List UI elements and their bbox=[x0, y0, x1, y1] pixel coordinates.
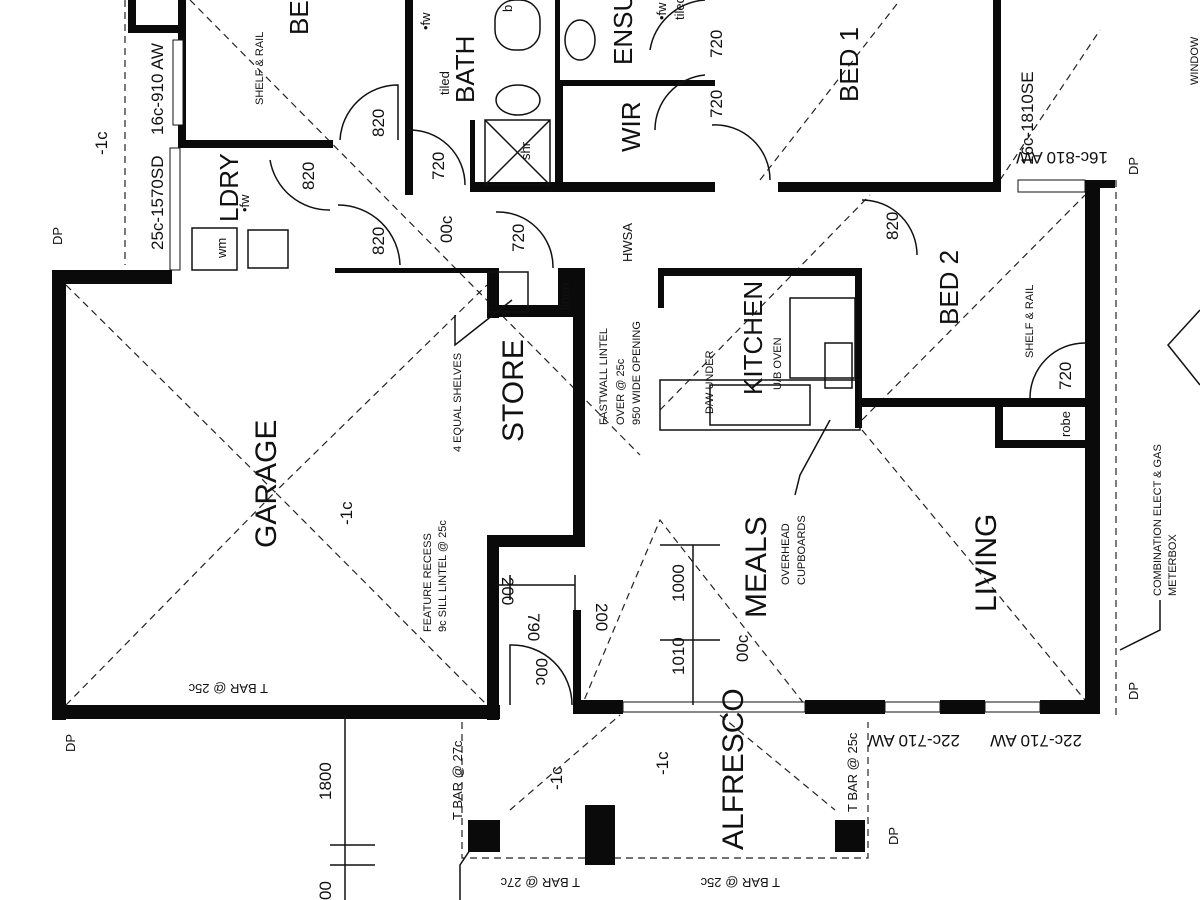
note-meterbox-2: METERBOX bbox=[1167, 534, 1179, 596]
window-codes: 16c-910 AW 25c-1570SD 16c-1810SE 16c-810… bbox=[148, 43, 1108, 750]
fixtures bbox=[191, 0, 1200, 900]
note-shelf-rail: SHELF & RAIL bbox=[254, 32, 266, 105]
dimension-1800: 1800 bbox=[316, 762, 335, 800]
level-door: 00c bbox=[532, 658, 551, 686]
door-width: 720 bbox=[429, 152, 448, 180]
room-label-store: STORE bbox=[497, 339, 530, 442]
room-label-living: LIVING bbox=[970, 514, 1003, 612]
level-alfresco: -1c bbox=[547, 766, 566, 790]
walls bbox=[52, 0, 1115, 865]
room-label-bed2: BED 2 bbox=[934, 250, 964, 325]
note-fastwall-2: OVER @ 25c bbox=[615, 358, 627, 425]
beam-alfresco-bottom-left: T BAR @ 27c bbox=[500, 875, 580, 890]
downpipes: DP DP DP DP DP DP bbox=[50, 157, 1141, 845]
note-shelf-rail-bed2: SHELF & RAIL bbox=[1024, 285, 1036, 358]
door-width: 820 bbox=[369, 109, 388, 137]
dimension-200: 200 bbox=[498, 577, 517, 605]
door-width: 820 bbox=[883, 212, 902, 240]
annotations: SHELF & RAIL SHELF & RAIL •fw •fw •fw ti… bbox=[214, 0, 1200, 632]
room-label-garage: GARAGE bbox=[250, 420, 283, 548]
beam-garage: T BAR @ 25c bbox=[188, 681, 268, 696]
room-label-alfresco: ALFRESCO bbox=[717, 688, 750, 850]
door-width: 720 bbox=[1056, 362, 1075, 390]
note-dw-under: D/W UNDER bbox=[704, 350, 716, 414]
dimension-790: 790 bbox=[524, 613, 543, 641]
level-left: -1c bbox=[92, 131, 111, 155]
note-b: b bbox=[500, 5, 515, 12]
note-shr: shr bbox=[518, 141, 533, 160]
downpipe-label: DP bbox=[1126, 682, 1141, 700]
note-fw-bath: •fw bbox=[418, 12, 433, 30]
level-meals: 00c bbox=[733, 634, 752, 662]
dimension-200: 200 bbox=[592, 603, 611, 631]
note-cupboards: CUPBOARDS bbox=[796, 515, 808, 585]
window-code: 22c-710 AW bbox=[990, 731, 1082, 750]
door-width: 720 bbox=[707, 90, 726, 118]
note-feature-recess: FEATURE RECESS bbox=[422, 533, 434, 632]
downpipe-label: DP bbox=[63, 734, 78, 752]
note-4-equal-shelves: 4 EQUAL SHELVES bbox=[452, 353, 464, 452]
room-label-bath: BATH bbox=[450, 36, 480, 103]
room-label-ldry: LDRY bbox=[214, 153, 244, 222]
room-label-ensuite: ENSU bbox=[608, 0, 638, 65]
note-hwsa: HWSA bbox=[620, 223, 635, 262]
room-label-linen: linen bbox=[557, 283, 572, 310]
note-wm: wm bbox=[214, 238, 229, 259]
room-labels: BED BATH ENSU BED 1 WIR LDRY GARAGE STOR… bbox=[214, 0, 1073, 850]
window-code: 16c-810 AW bbox=[1016, 148, 1108, 167]
note-sill-lintel: 9c SILL LINTEL @ 25c bbox=[437, 520, 449, 632]
door-width: 720 bbox=[509, 224, 528, 252]
downpipe-label: DP bbox=[50, 227, 65, 245]
level-alfresco: -1c bbox=[653, 751, 672, 775]
window-code: 25c-1570SD bbox=[148, 155, 167, 250]
windows bbox=[169, 39, 1086, 713]
note-ub-oven: U/B OVEN bbox=[772, 337, 784, 390]
note-tiled-bath: tiled bbox=[437, 71, 452, 95]
room-label-robe: robe bbox=[1058, 411, 1073, 437]
downpipe-label: DP bbox=[886, 827, 901, 845]
note-fw-ldry: •fw bbox=[237, 194, 252, 212]
window-code: 22c-710 AW bbox=[868, 731, 960, 750]
window-code: 16c-1810SE bbox=[1018, 71, 1037, 165]
window-code: 16c-910 AW bbox=[148, 43, 167, 135]
note-fastwall-3: 950 WIDE OPENING bbox=[631, 321, 643, 425]
dimension-1010: 1010 bbox=[669, 637, 688, 675]
note-meterbox-1: COMBINATION ELECT & GAS bbox=[1152, 444, 1164, 596]
room-label-meals: MEALS bbox=[740, 516, 773, 618]
note-fw-ens: •fw bbox=[654, 2, 669, 20]
door-width: 820 bbox=[299, 162, 318, 190]
level-garage: -1c bbox=[337, 501, 356, 525]
note-overhead: OVERHEAD bbox=[780, 523, 792, 585]
note-tiled-ens: tiled bbox=[672, 0, 687, 20]
margin-text: WINDOW bbox=[1189, 36, 1200, 85]
floor-levels: -1c -1c -1c -1c 00c 00c 00c bbox=[92, 131, 752, 790]
beam-alfresco-bottom-right: T BAR @ 25c bbox=[700, 875, 780, 890]
note-fastwall-1: FASTWALL LINTEL bbox=[598, 328, 610, 425]
ceiling-diagonals bbox=[56, 0, 1117, 859]
downpipe-label: DP bbox=[1126, 157, 1141, 175]
dimensions: 820 820 820 820 720 720 720 720 720 200 … bbox=[299, 30, 1075, 900]
door-width: 820 bbox=[369, 227, 388, 255]
room-label-bed1: BED 1 bbox=[834, 27, 864, 102]
room-label-kitchen: KITCHEN bbox=[738, 281, 768, 395]
level-hall: 00c bbox=[437, 215, 456, 243]
beam-alfresco-right: T BAR @ 25c bbox=[845, 732, 860, 812]
dimension-partial: 00 bbox=[316, 881, 335, 900]
dimension-1000: 1000 bbox=[669, 564, 688, 602]
room-label-bed: BED bbox=[284, 0, 314, 35]
beam-labels: T BAR @ 25c T BAR @ 27c T BAR @ 27c T BA… bbox=[188, 681, 860, 890]
beam-alfresco-left: T BAR @ 27c bbox=[450, 740, 465, 820]
room-label-wir: WIR bbox=[616, 101, 646, 152]
door-width: 720 bbox=[707, 30, 726, 58]
